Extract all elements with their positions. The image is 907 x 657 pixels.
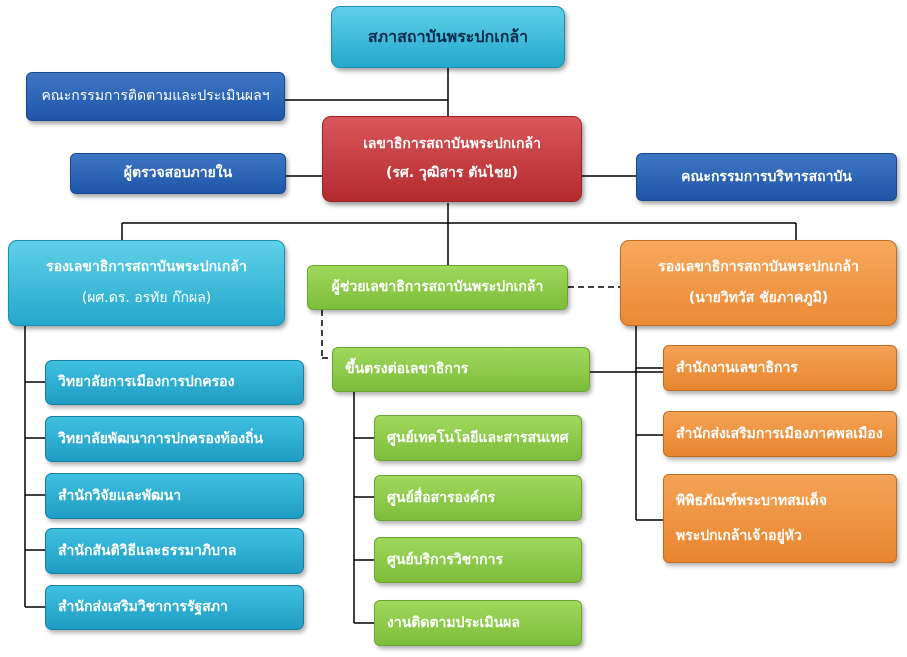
- right-unit-1[interactable]: สำนักงานเลขาธิการ: [663, 345, 897, 391]
- left-unit-5[interactable]: สำนักส่งเสริมวิชาการรัฐสภา: [45, 585, 304, 630]
- left-unit-label: วิทยาลัยพัฒนาการปกครองท้องถิ่น: [58, 430, 264, 447]
- deputy-left-box[interactable]: รองเลขาธิการสถาบันพระปกเกล้า (ผศ.ดร. อรท…: [8, 240, 285, 326]
- secretary-general-box[interactable]: เลขาธิการสถาบันพระปกเกล้า (รศ. วุฒิสาร ต…: [322, 116, 582, 202]
- center-unit-1[interactable]: ศูนย์เทคโนโลยีและสารสนเทศ: [374, 415, 582, 461]
- assistant-label: ผู้ช่วยเลขาธิการสถาบันพระปกเกล้า: [331, 279, 544, 295]
- exec-committee-box[interactable]: คณะกรรมการบริหารสถาบัน: [636, 153, 897, 201]
- internal-auditor-box[interactable]: ผู้ตรวจสอบภายใน: [70, 153, 286, 194]
- internal-auditor-label: ผู้ตรวจสอบภายใน: [123, 165, 233, 181]
- right-unit-label: สำนักส่งเสริมการเมืองภาคพลเมือง: [676, 425, 883, 442]
- left-unit-label: วิทยาลัยการเมืองการปกครอง: [58, 374, 235, 390]
- left-unit-label: สำนักวิจัยและพัฒนา: [58, 487, 182, 504]
- secretary-general-title: เลขาธิการสถาบันพระปกเกล้า: [363, 136, 541, 152]
- left-unit-label: สำนักส่งเสริมวิชาการรัฐสภา: [58, 599, 228, 615]
- right-unit-label-line2: พระปกเกล้าเจ้าอยู่หัว: [676, 527, 802, 544]
- center-unit-label: ศูนย์บริการวิชาการ: [387, 551, 504, 568]
- center-unit-2[interactable]: ศูนย์สื่อสารองค์กร: [374, 475, 582, 521]
- left-unit-label: สำนักสันติวิธีและธรรมาภิบาล: [58, 542, 237, 559]
- direct-report-label: ขึ้นตรงต่อเลขาธิการ: [345, 361, 469, 377]
- right-unit-3[interactable]: พิพิธภัณฑ์พระบาทสมเด็จ พระปกเกล้าเจ้าอยู…: [663, 474, 897, 563]
- center-unit-label: งานติดตามประเมินผล: [387, 614, 520, 631]
- deputy-left-title: รองเลขาธิการสถาบันพระปกเกล้า: [46, 259, 247, 275]
- monitoring-committee-label: คณะกรรมการติดตามและประเมินผลฯ: [41, 88, 270, 104]
- council-title: สภาสถาบันพระปกเกล้า: [367, 27, 529, 46]
- secretary-general-name: (รศ. วุฒิสาร ตันไชย): [385, 165, 519, 181]
- deputy-right-title: รองเลขาธิการสถาบันพระปกเกล้า: [658, 259, 859, 275]
- exec-committee-label: คณะกรรมการบริหารสถาบัน: [681, 168, 852, 185]
- center-unit-4[interactable]: งานติดตามประเมินผล: [374, 600, 582, 646]
- center-unit-label: ศูนย์เทคโนโลยีและสารสนเทศ: [387, 429, 569, 446]
- deputy-right-box[interactable]: รองเลขาธิการสถาบันพระปกเกล้า (นายวิทวัส …: [620, 240, 897, 326]
- right-unit-label-line1: พิพิธภัณฑ์พระบาทสมเด็จ: [676, 492, 827, 509]
- left-unit-2[interactable]: วิทยาลัยพัฒนาการปกครองท้องถิ่น: [45, 416, 304, 462]
- monitoring-committee-box[interactable]: คณะกรรมการติดตามและประเมินผลฯ: [26, 72, 285, 121]
- assistant-box[interactable]: ผู้ช่วยเลขาธิการสถาบันพระปกเกล้า: [307, 265, 568, 310]
- right-unit-2[interactable]: สำนักส่งเสริมการเมืองภาคพลเมือง: [663, 411, 897, 457]
- left-unit-1[interactable]: วิทยาลัยการเมืองการปกครอง: [45, 360, 304, 405]
- left-unit-4[interactable]: สำนักสันติวิธีและธรรมาภิบาล: [45, 528, 304, 574]
- left-unit-3[interactable]: สำนักวิจัยและพัฒนา: [45, 473, 304, 519]
- direct-report-box[interactable]: ขึ้นตรงต่อเลขาธิการ: [332, 347, 590, 392]
- center-unit-3[interactable]: ศูนย์บริการวิชาการ: [374, 537, 582, 583]
- center-unit-label: ศูนย์สื่อสารองค์กร: [387, 489, 496, 506]
- deputy-right-name: (นายวิทวัส ชัยภาคภูมิ): [688, 290, 829, 306]
- deputy-left-name: (ผศ.ดร. อรทัย ก๊กผล): [81, 290, 212, 306]
- council-box[interactable]: สภาสถาบันพระปกเกล้า: [331, 6, 565, 68]
- right-unit-label: สำนักงานเลขาธิการ: [676, 359, 798, 376]
